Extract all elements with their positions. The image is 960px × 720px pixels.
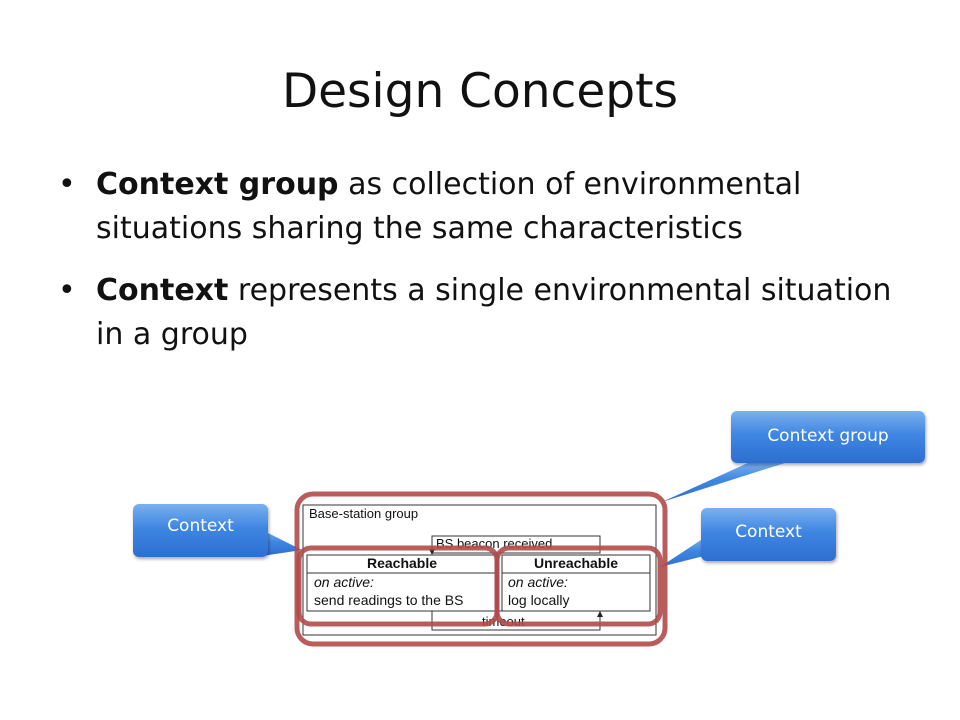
bullet-item-context-group: • Context group as collection of environ…: [58, 163, 918, 251]
callout-context-left: Context: [133, 504, 268, 557]
state-reachable-action: send readings to the BS: [314, 592, 463, 608]
bullet-icon: •: [58, 273, 76, 308]
state-unreachable-name: Unreachable: [534, 555, 618, 571]
highlight-context-unreachable: [494, 545, 663, 627]
callout-context-right: Context: [701, 508, 836, 561]
callout-context-group: Context group: [731, 411, 925, 463]
group-label: Base-station group: [309, 506, 418, 521]
bullet-icon: •: [58, 167, 76, 202]
state-reachable-action-title: on active:: [314, 574, 374, 590]
bullet-text: as collection of environmental situation…: [96, 167, 802, 246]
bullet-text: represents a single environmental situat…: [96, 273, 892, 352]
state-reachable-box: [306, 554, 498, 612]
callout-tail-group: [662, 462, 788, 502]
state-unreachable-action: log locally: [508, 592, 569, 608]
slide-title: Design Concepts: [281, 64, 679, 119]
bullet-item-context: • Context represents a single environmen…: [58, 269, 918, 357]
callout-tail-right: [660, 538, 704, 567]
bullet-term: Context group: [96, 167, 339, 202]
bullet-list: • Context group as collection of environ…: [58, 163, 918, 375]
bullet-term: Context: [96, 273, 229, 308]
state-unreachable-box: [501, 554, 651, 612]
callout-tail-left: [262, 530, 302, 556]
arrow-up-icon: [597, 611, 603, 617]
state-reachable-name: Reachable: [367, 555, 437, 571]
state-unreachable-action-title: on active:: [508, 574, 568, 590]
